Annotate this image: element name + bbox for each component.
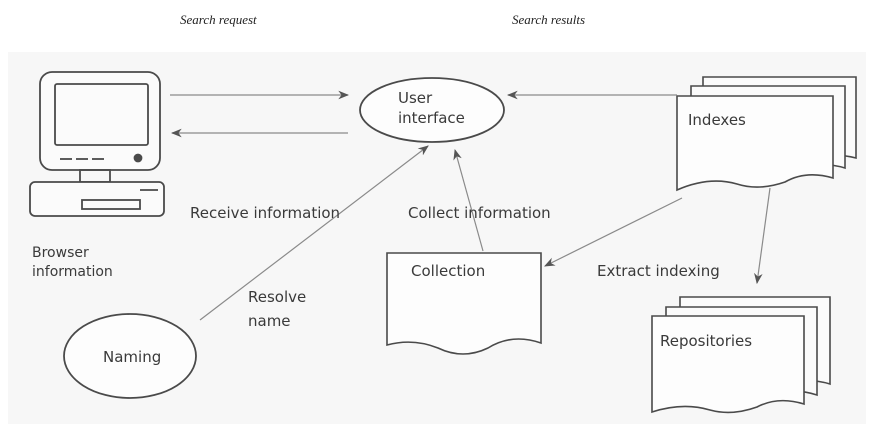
repositories-node: Repositories	[651, 296, 831, 414]
collect-information-label: Collect information	[408, 204, 551, 222]
svg-text:Naming: Naming	[103, 348, 161, 366]
svg-text:Indexes: Indexes	[688, 111, 746, 129]
collect-information-arrow	[453, 148, 484, 252]
indexes-to-collection-arrow	[544, 197, 683, 267]
user-interface-node: User interface	[359, 77, 505, 143]
resolve-name-arrow	[199, 145, 429, 321]
receive-information-label: Receive information	[190, 204, 340, 222]
collection-node: Collection	[386, 252, 542, 355]
search-request-label: Search request	[180, 12, 257, 27]
svg-text:User interface: User interface	[398, 89, 465, 127]
search-results-label: Search results	[512, 12, 586, 27]
naming-node: Naming	[63, 313, 197, 399]
extract-indexing-arrow	[754, 187, 771, 285]
browser-information-label: Browser information	[32, 245, 113, 280]
svg-text:Collection: Collection	[411, 262, 485, 280]
resolve-name-label: Resolve name	[248, 288, 311, 330]
indexes-node: Indexes	[676, 76, 857, 192]
computer-icon	[29, 71, 165, 217]
extract-indexing-label: Extract indexing	[597, 262, 720, 280]
svg-text:Repositories: Repositories	[660, 332, 752, 350]
